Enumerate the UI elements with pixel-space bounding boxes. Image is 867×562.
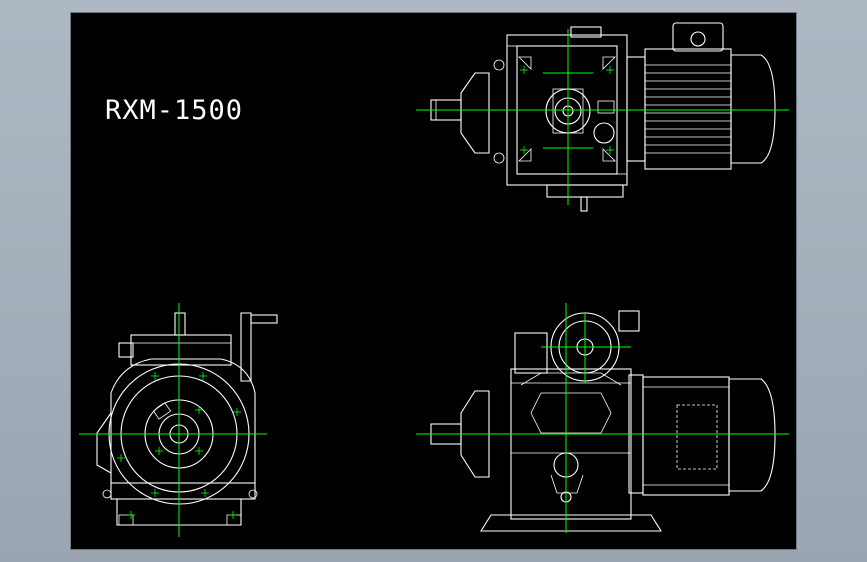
top-terminal-box (672, 22, 724, 52)
front-crank (240, 312, 252, 382)
top-motor-body (644, 48, 732, 170)
top-view (416, 22, 789, 212)
side-base (480, 514, 662, 532)
side-motor-body (642, 376, 730, 496)
front-view (79, 303, 278, 537)
top-flange (460, 72, 490, 154)
cad-viewport[interactable]: RXM-1500 (71, 13, 796, 549)
front-housing (110, 358, 256, 484)
model-label: RXM-1500 (105, 95, 243, 126)
top-motor-fan-cover (730, 54, 776, 164)
side-view (416, 303, 789, 533)
front-base (110, 482, 256, 500)
side-gearbox-housing (510, 368, 632, 520)
side-motor-fan-cover (728, 378, 776, 492)
cad-drawing: RXM-1500 (79, 22, 789, 537)
